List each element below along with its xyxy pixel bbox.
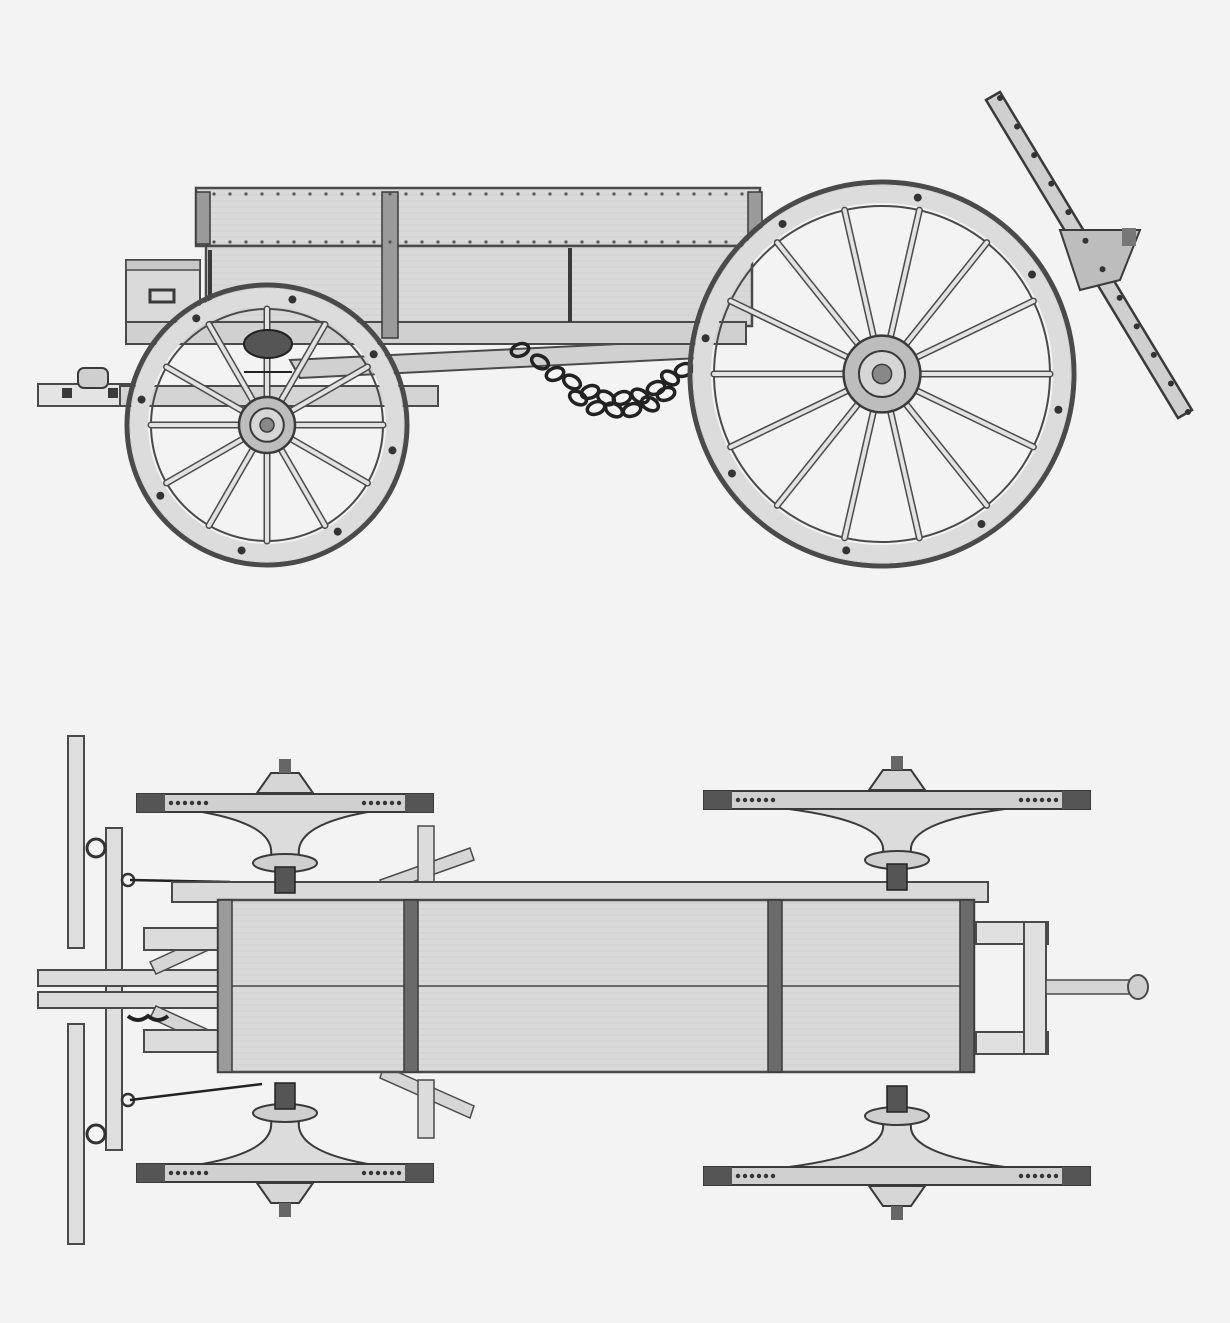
rear-hitch-plan — [975, 921, 1149, 1055]
wagon-box-side — [125, 186, 763, 345]
trace-line-bottom — [129, 1082, 263, 1102]
tongue-and-doubletree-side — [984, 90, 1194, 420]
rear-hitch — [37, 367, 134, 407]
doubletree — [67, 735, 136, 1245]
rear-wheel — [687, 179, 1077, 569]
box-rivets — [212, 192, 744, 244]
wagon-box-plan — [216, 898, 976, 1074]
tow-chain — [509, 341, 695, 419]
tool-box — [125, 259, 201, 325]
front-wheel — [124, 282, 410, 568]
brake-mechanism — [243, 329, 293, 373]
top-plan-view — [37, 735, 1149, 1245]
plan-wheels — [136, 756, 1091, 1220]
side-elevation-view — [37, 90, 1194, 569]
